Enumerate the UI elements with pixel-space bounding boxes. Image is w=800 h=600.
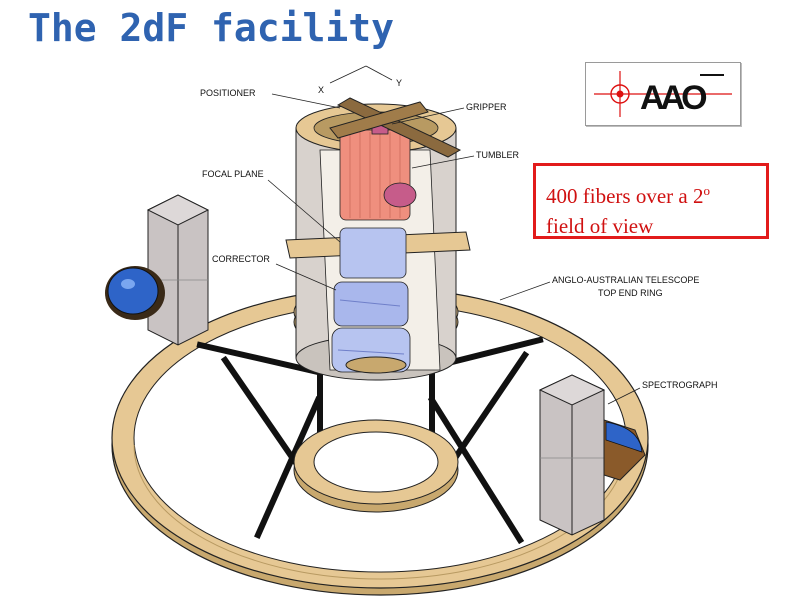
- label-spectrograph: SPECTROGRAPH: [642, 380, 718, 390]
- label-ring-line2: TOP END RING: [598, 288, 663, 298]
- axis-y-label: Y: [396, 78, 402, 88]
- axis-x-label: X: [318, 85, 324, 95]
- logo-text: AAO: [640, 79, 707, 117]
- label-positioner: POSITIONER: [200, 88, 256, 98]
- spectrograph-left: [105, 194, 210, 346]
- callout-line-1-text: 400 fibers over a 2: [546, 184, 704, 208]
- callout-degree-sign: o: [703, 183, 710, 198]
- label-tumbler: TUMBLER: [476, 150, 520, 160]
- label-ring-line1: ANGLO-AUSTRALIAN TELESCOPE: [552, 275, 699, 285]
- spectrograph-right: [538, 374, 646, 536]
- top-end-assembly: [285, 97, 471, 381]
- label-focal-plane: FOCAL PLANE: [202, 169, 264, 179]
- aao-logo: AAO: [585, 62, 741, 126]
- inner-base-ring: [293, 419, 459, 513]
- label-corrector: CORRECTOR: [212, 254, 270, 264]
- slide-title: The 2dF facility: [28, 6, 395, 50]
- label-gripper: GRIPPER: [466, 102, 507, 112]
- aao-logo-icon: AAO: [594, 71, 732, 117]
- callout-line-2: field of view: [546, 214, 654, 238]
- xy-axis-indicator: X Y: [318, 65, 402, 95]
- fiber-callout-box: 400 fibers over a 2o field of view: [533, 163, 769, 239]
- callout-line-1: 400 fibers over a 2o: [546, 176, 756, 211]
- component-labels: POSITIONER GRIPPER TUMBLER FOCAL PLANE C…: [200, 88, 718, 405]
